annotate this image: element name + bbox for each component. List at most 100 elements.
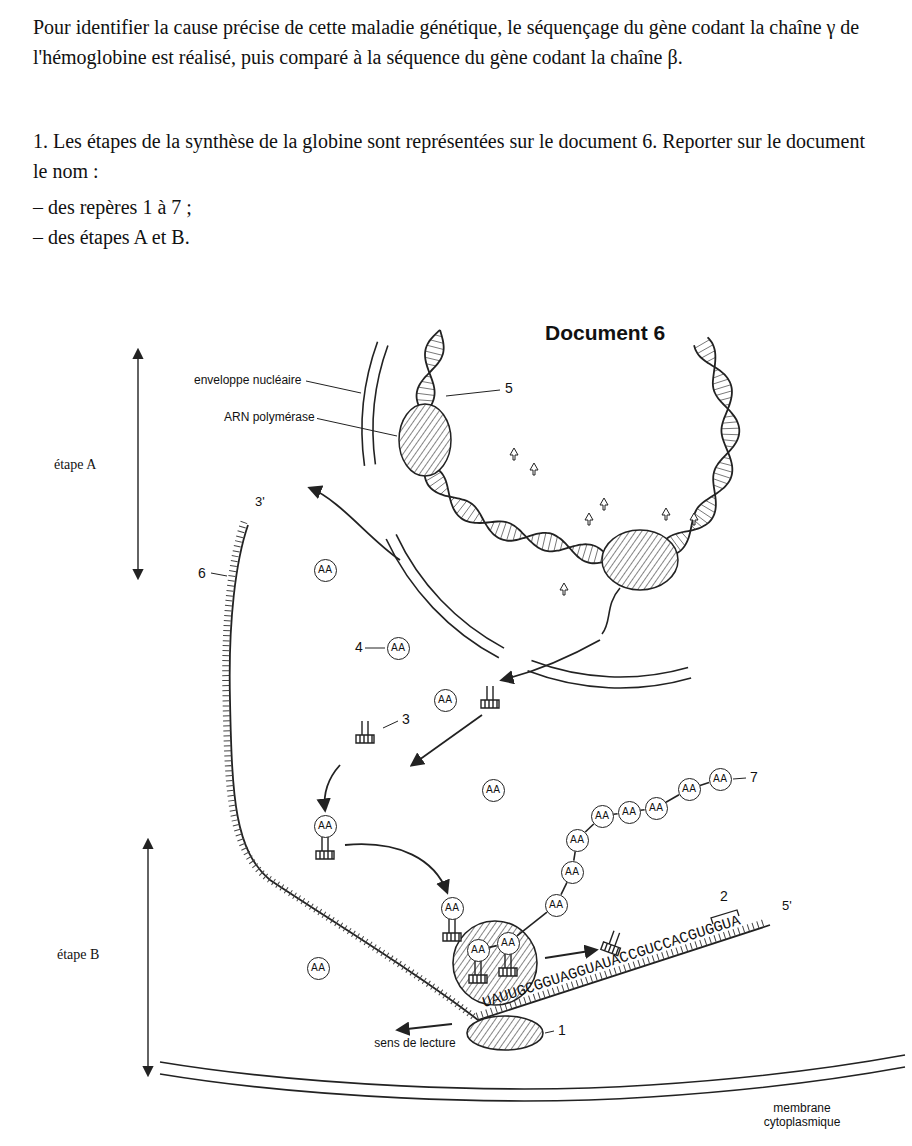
leader-line [306,381,361,393]
amino-acid-text: AA [318,821,332,831]
part-label: enveloppe nucléaire [192,373,303,387]
amino-acid-circle: AA [307,957,330,980]
dna-base-pair [495,521,500,535]
mrna-strand [230,525,770,1020]
stage-bracket [137,350,138,578]
dna-base-pair [720,397,732,400]
nuclear-envelope [528,671,692,688]
callout-number: 4 [353,639,365,656]
dna-base-pair [721,428,739,430]
amino-acid-circle: AA [387,637,410,660]
dna-base-pair [716,467,733,472]
amino-acid-text: AA [471,945,485,955]
nuclear-envelope [396,534,504,648]
amino-acid-text: AA [570,835,584,845]
peptide-bond [640,809,644,811]
amino-acid-text: AA [311,963,325,973]
stage-bracket [147,840,148,1075]
amino-acid-circle: AA [314,815,337,838]
amino-acid-circle: AA [561,861,584,884]
dna-base-pair [707,357,716,362]
dna-base-pair [714,485,723,489]
trna-symbol [499,954,517,976]
dna-base-pair [582,544,587,560]
callout-number: 6 [196,565,208,582]
question-text: Pour identifier la cause précise de cett… [33,12,883,72]
dna-base-pair [417,393,435,395]
cell-membrane [160,1067,905,1101]
dna-base-pair [588,545,593,562]
part-label: membrane cytoplasmique [745,1101,859,1129]
amino-acid-text: AA [486,785,500,795]
peptide-bond [517,912,547,936]
nuclear-envelope [373,346,388,465]
process-arrow [398,1024,452,1030]
amino-acid-circle: AA [482,779,505,802]
nucleotide [510,448,518,460]
mrna-bases [226,522,766,1017]
nucleotide [600,498,608,510]
amino-acid-circle: AA [545,894,568,917]
stage-label: étape A [52,456,98,473]
dna-base-pair [542,533,546,550]
mrna-sequence: UAUUGCGGUAGGUAUACCGUCCACGUGGUA [480,912,742,1013]
part-label: ARN polymérase [222,410,317,424]
dna-base-pair [537,533,540,546]
dna-base-pair [430,340,443,343]
amino-acid-circle: AA [678,778,701,801]
nucleotide [530,463,538,475]
dna-base-pair [713,379,728,384]
strand-end: 3' [253,494,267,510]
dna-base-pair [441,488,448,494]
leader-line [315,418,397,436]
diagram-title: Document 6 [545,321,665,345]
callout-number: 7 [748,769,760,786]
trna-symbol [316,837,334,859]
nascent-rna [602,588,620,634]
amino-acid-circle: AA [467,939,490,962]
callout-number: 3 [400,711,412,728]
rna-polymerase [602,530,678,590]
process-arrow [412,715,482,765]
nuclear-envelope [362,342,378,466]
amino-acid-text: AA [682,784,696,794]
amino-acid-text: AA [501,938,515,948]
dna-base-pair [513,528,517,541]
rna-polymerase [399,404,451,476]
peptide-bond [561,882,567,894]
amino-acid-circle: AA [441,897,464,920]
trna-symbol [469,961,487,983]
dna-base-pair [713,479,727,484]
dna-base-pair [425,357,440,361]
dna-base-pair [713,374,724,378]
dna-base-pair [697,345,713,354]
dna-base-pair [453,499,461,508]
process-arrow [502,640,600,680]
amino-acid-circle: AA [709,768,732,791]
peptide-bond [666,795,679,803]
dna-base-pair [676,534,685,546]
strand-end: 5' [780,898,794,914]
leader-line [545,1031,554,1033]
leader-line [733,778,746,779]
dna-base-pair [427,345,444,349]
nucleotide [585,513,593,525]
dna-base-pair [457,501,467,514]
trna-symbol [481,686,499,708]
peptide-bond [700,783,709,786]
dna-base-pair [594,548,598,564]
callout-number: 2 [718,888,730,905]
leader-line [365,648,385,649]
nucleotide [690,513,698,525]
leader-line [446,390,500,396]
dna-base-pair [501,522,507,539]
trna-symbol [356,721,374,743]
dna-base-pair [723,440,737,441]
dna-base-pair [723,422,738,423]
callout-number: 1 [556,1022,568,1039]
dna-axis [423,330,730,561]
